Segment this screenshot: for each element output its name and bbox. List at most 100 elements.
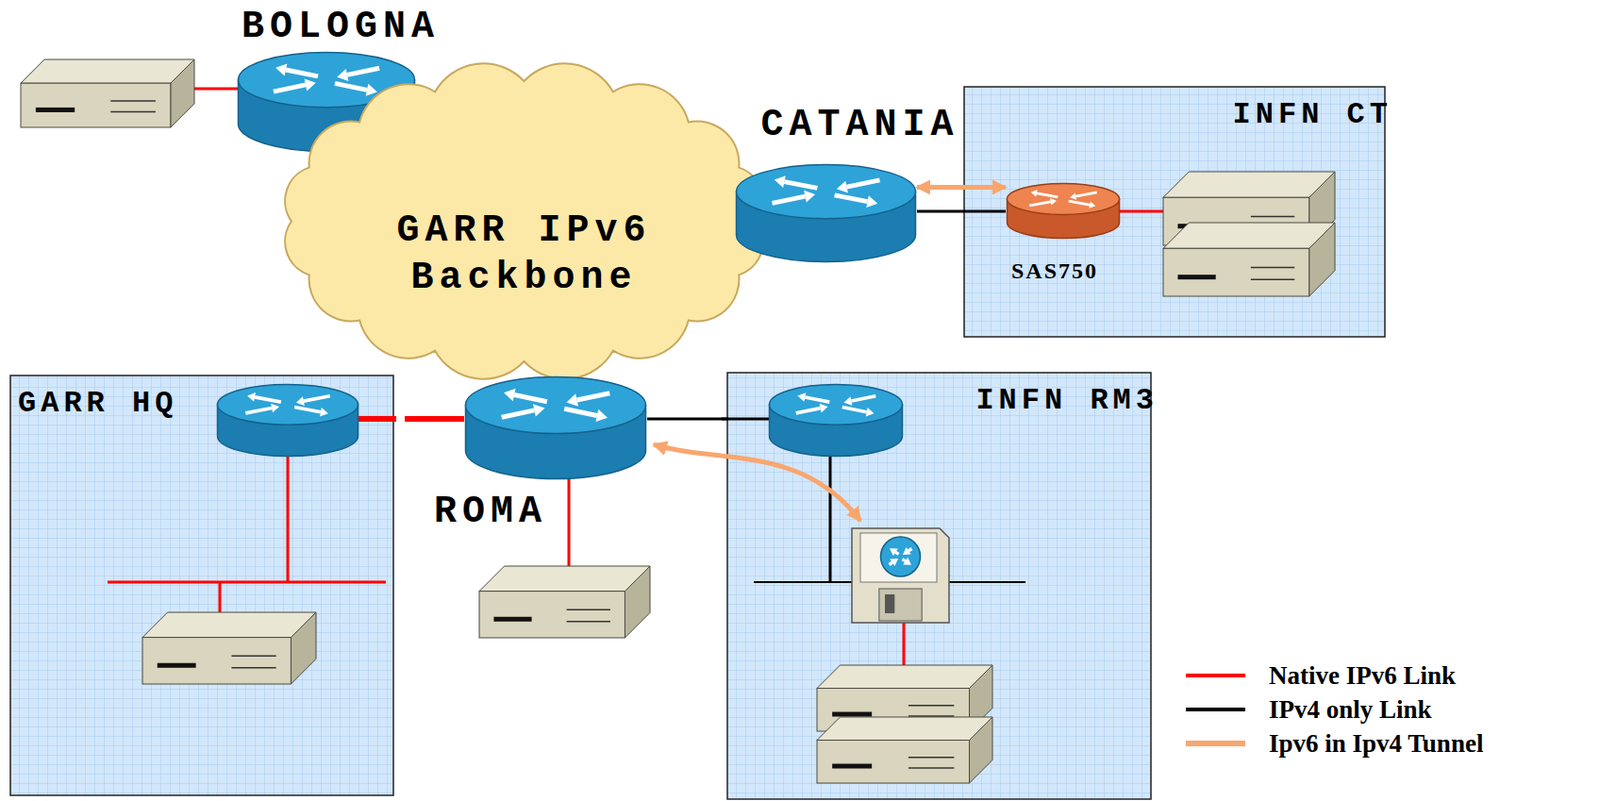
router-arrow [804, 397, 830, 402]
server-line [1250, 216, 1295, 218]
label-holder: CATANIA [760, 106, 959, 145]
cloud-label: GARR IPv6 Backbone [378, 207, 671, 302]
server-slot [832, 712, 872, 717]
site-region: INFN RM3 [727, 372, 1163, 800]
router-arrow [514, 395, 548, 402]
server-top [20, 59, 195, 84]
server-top [1163, 171, 1335, 198]
router-arrow [1036, 193, 1058, 198]
router-arrow [273, 84, 306, 92]
server-front [1163, 248, 1310, 297]
server-line [1250, 266, 1295, 269]
router-arrow-head [819, 403, 829, 414]
router-arrow [1068, 200, 1090, 205]
server-line [110, 111, 156, 114]
server-top [1163, 222, 1335, 249]
site-region [10, 375, 394, 796]
router-arrow-head [1031, 189, 1038, 197]
server-top [816, 665, 993, 689]
router-top [1007, 183, 1120, 216]
link-line [404, 416, 465, 422]
server-front [816, 740, 970, 784]
router-arrow [895, 551, 899, 554]
network-wire [1185, 673, 1246, 678]
router-arrow-head [336, 68, 349, 82]
router-arrow-head [247, 392, 256, 402]
router-arrow-head [889, 558, 899, 567]
router-arrow [303, 396, 331, 401]
router-arrow [564, 408, 598, 416]
router-node: CATANIA [734, 163, 917, 264]
router-arrow [847, 180, 881, 187]
server-slot [1177, 274, 1216, 280]
router-arrow [347, 67, 380, 75]
server-top [142, 612, 317, 638]
server-side [624, 566, 650, 638]
router-icon [464, 375, 648, 481]
router-label: CATANIA [760, 106, 959, 145]
server-slot [493, 616, 532, 622]
server-top [479, 566, 650, 592]
server-slot [157, 663, 197, 668]
router-top [466, 377, 647, 434]
server-line [110, 100, 156, 102]
router-arrow-head [1069, 192, 1077, 200]
router-arrow-head [902, 557, 912, 566]
network-wire [1185, 740, 1246, 747]
server-line [566, 620, 611, 623]
router-arrow-head [866, 195, 878, 208]
legend-text: IPv4 only Link [1268, 694, 1433, 725]
router-arrow [245, 408, 272, 414]
floppy-slot [884, 594, 895, 614]
label-holder: ROMA [433, 493, 548, 532]
router-arrow [850, 396, 876, 401]
router-icon [217, 384, 359, 457]
router-arrow [501, 410, 535, 417]
router-arrow [834, 195, 868, 202]
floppy-shutter [879, 588, 922, 621]
router-arrow-head [1088, 200, 1096, 208]
server-front [479, 591, 625, 638]
network-wire [721, 417, 776, 421]
router-arrow-head [902, 547, 912, 555]
region-label: INFN RM3 [727, 372, 1163, 418]
link-line [647, 417, 728, 421]
router-label: ROMA [433, 493, 548, 532]
network-wire [1185, 707, 1246, 712]
router-arrow [1029, 201, 1050, 206]
router-arrow-head [843, 396, 852, 406]
backbone-cloud: GARR IPv6 Backbone [266, 56, 782, 386]
legend-text: Ipv6 in Ipv4 Tunnel [1268, 728, 1484, 759]
server-line [908, 756, 954, 759]
router-icon [769, 384, 903, 457]
router-arrow-head [866, 407, 875, 417]
router-arrow [254, 397, 282, 402]
router-label: BOLOGNA [241, 8, 440, 47]
site-region: GARR HQ [10, 375, 405, 796]
server-slot [35, 107, 75, 113]
region-label: INFN CT [964, 86, 1397, 133]
site-region [727, 372, 1151, 800]
label-holder: SAS750 [1011, 258, 1099, 284]
tunnel-link [653, 444, 861, 521]
router-node: SAS750 [1005, 182, 1121, 240]
router-arrow [889, 562, 893, 565]
router-label: SAS750 [1011, 258, 1099, 284]
router-arrow [908, 549, 912, 551]
router-arrow-head [296, 396, 305, 406]
router-icon [1005, 182, 1121, 240]
cloud-outline [284, 63, 764, 379]
router-arrow-head [503, 388, 517, 401]
network-wire [829, 452, 833, 583]
floppy-label [860, 533, 937, 583]
router-arrow-head [270, 403, 280, 414]
server-line [908, 766, 954, 769]
router-arrow [842, 407, 867, 413]
router-arrow-head [566, 393, 579, 406]
router-arrow [294, 407, 321, 413]
router-arrow-head [275, 63, 287, 76]
router-node: ROMA [464, 375, 648, 481]
tunnel-link [916, 184, 1006, 190]
router-arrow-head [797, 392, 806, 402]
